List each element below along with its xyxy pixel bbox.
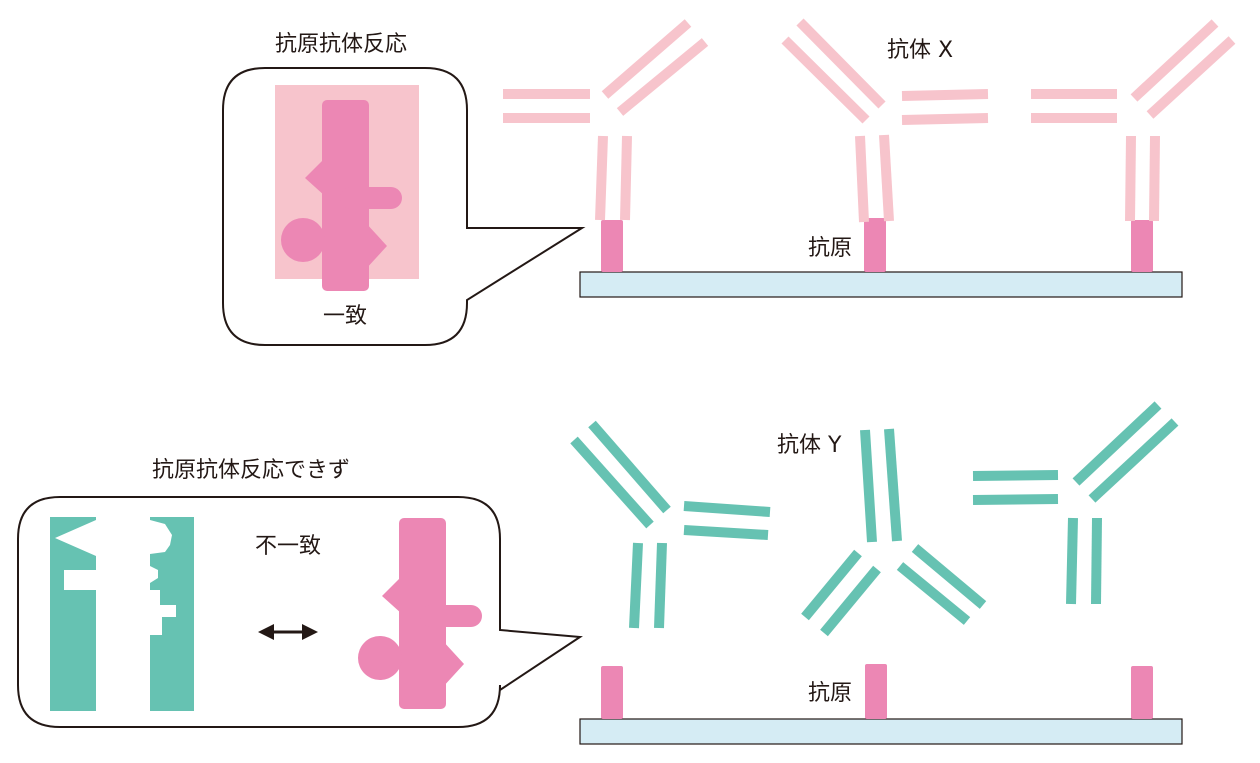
antibodies-y [570,401,1179,637]
mismatch-antibody-site [50,517,194,711]
antibody-x [503,19,709,221]
antigen-label-bottom: 抗原 [808,681,853,706]
antigen-label-top: 抗原 [808,236,853,261]
antibody-x [1031,19,1236,222]
bubble-caption-bottom: 不一致 [255,534,322,559]
double-arrow-icon [258,624,318,640]
antigen [864,218,886,272]
antibody-y [801,428,987,637]
antigen [1131,220,1153,272]
antigens-top [601,218,1153,272]
bubble-caption-top: 一致 [323,304,368,329]
antibody-x [781,18,989,223]
bubble-title-top: 抗原抗体反応 [275,32,408,57]
speech-bubble-bottom [17,496,583,728]
antibodies-x [503,18,1236,223]
antigen [865,664,887,719]
substrate-top [579,271,1183,298]
antigen [601,220,623,272]
antibody-y-label: 抗体 Y [777,433,842,458]
match-illustration [275,85,419,291]
antigen [601,666,623,719]
bubble-title-bottom: 抗原抗体反応できず [152,458,351,483]
antibody-y [972,401,1179,605]
antigen-epitope-bottom [358,518,482,709]
antigen [1131,666,1153,719]
substrate-bottom [579,718,1183,745]
antigens-bottom [601,664,1153,719]
antibody-y [570,420,771,629]
antibody-x-label: 抗体 X [887,38,954,63]
antigen-epitope-top [281,100,402,291]
